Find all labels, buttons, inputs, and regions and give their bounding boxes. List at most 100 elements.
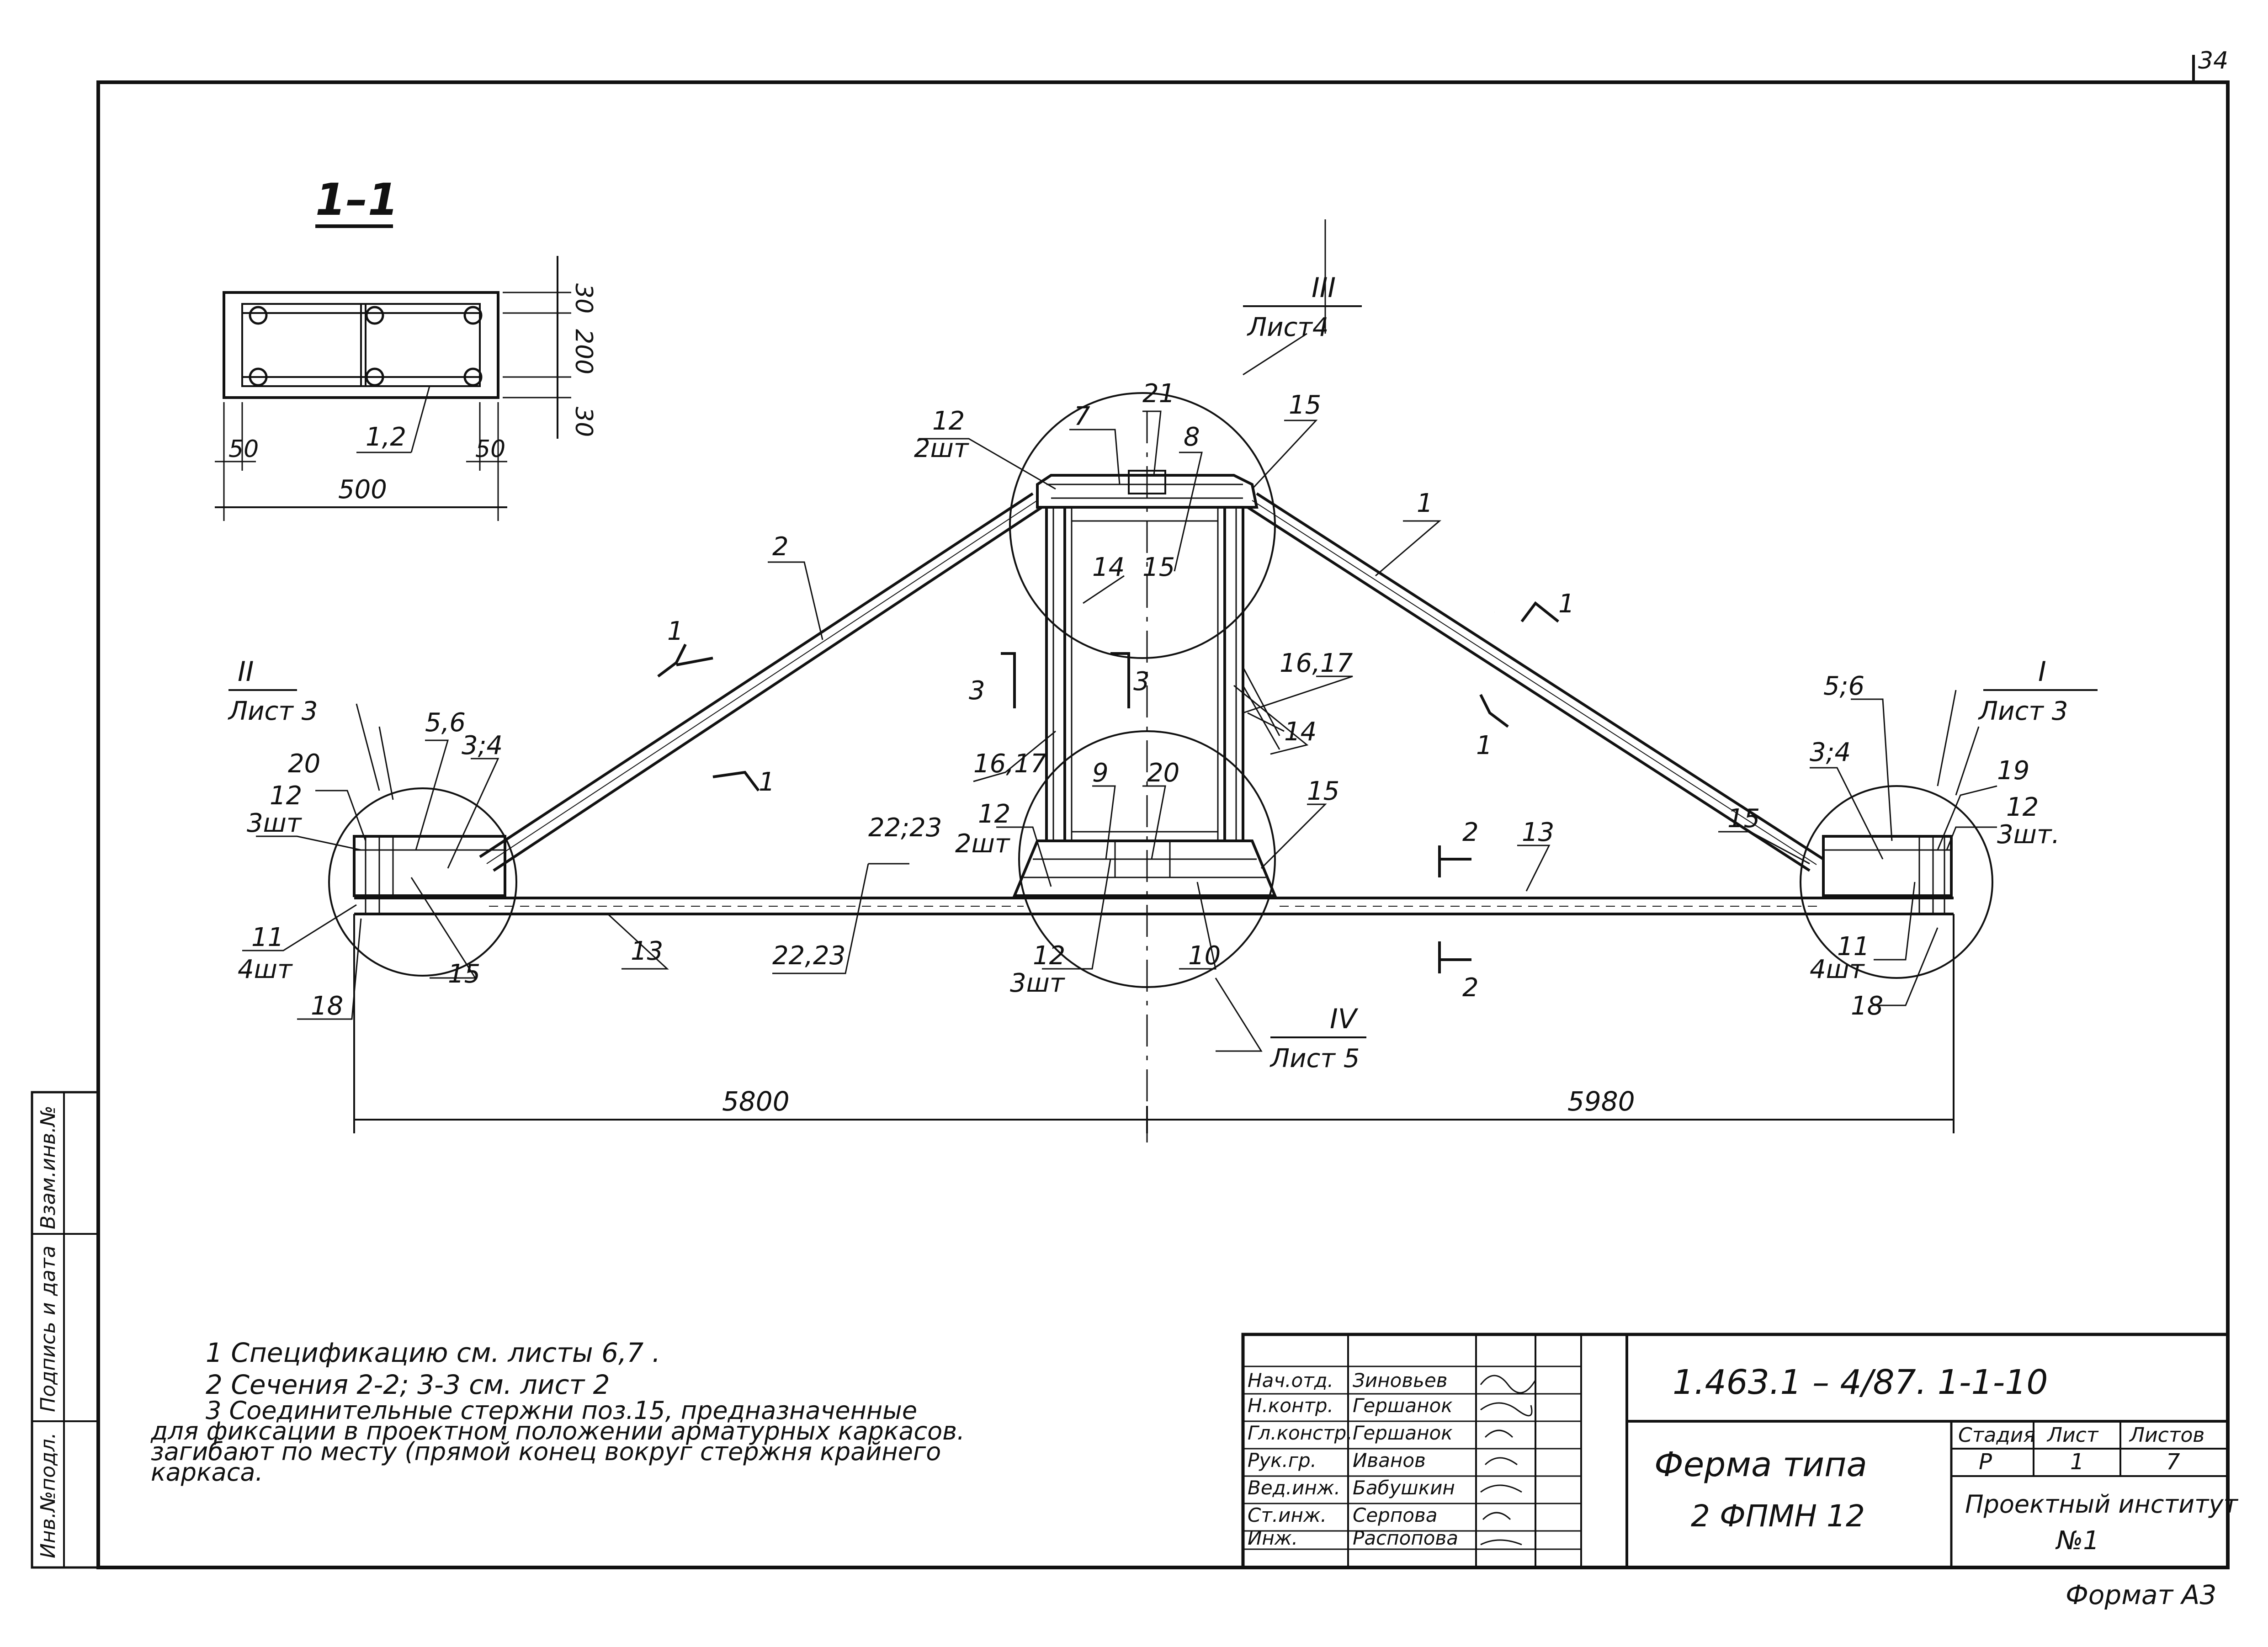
pos-14-left: 14 [1092,553,1125,582]
page-number: 34 [2198,47,2228,74]
pos-22-23-bottom: 22,23 [772,941,845,971]
pos-19: 19 [1997,756,2029,786]
node-circle-II [328,787,517,977]
org-name-line1: Проектный институт [1965,1490,2238,1519]
section-1-1-view: 1–1 30 200 30 50 50 500 [215,174,597,521]
pos-12-right: 12 [2006,792,2039,822]
dim-50-right: 50 [475,436,505,463]
position-labels: 12 2шт 7 21 8 15 14 15 1 2 1 1 1 1 3 3 2… [238,379,2060,1021]
left-diagonal [479,492,1043,872]
section-mark-1-left-a: 1 [667,616,684,646]
leader-lines [242,219,1997,1052]
pos-11-right: 11 [1837,932,1870,962]
pos-12-mid-left-qty: 2шт [955,829,1010,859]
pos-1b: 1 [1494,612,1495,613]
stamp-cell-replace: Взам.инв.№ [37,1105,60,1229]
pos-12-top-qty: 2шт [914,434,969,463]
stamp-cell-sign: Подпись и дата [37,1246,60,1412]
node-IV-roman: IV [1330,1003,1359,1035]
rebar-circle [463,367,483,387]
drawing-title-line2: 2 ФПМН 12 [1691,1498,1865,1534]
pos-21: 21 [1142,379,1175,409]
pos-5-6-left: 5,6 [425,708,466,738]
section-outline [223,291,499,399]
pos-2: 2 [772,532,789,562]
section-cut-marks [657,601,1559,973]
node-II-sheet: Лист 3 [228,696,318,726]
section-mark-1-left-b: 1 [759,767,775,797]
pos-12-mid-bottom-qty: 3шт [1010,968,1065,998]
stamp-cell-inv: Инв.№подл. [37,1432,60,1558]
role-5: Вед.инж. [1248,1477,1340,1499]
right-support-block [1822,835,1953,914]
pos-12-left: 12 [270,781,302,811]
name-6: Серпова [1353,1504,1437,1526]
rebar-circle [249,306,268,325]
central-posts [1045,507,1244,841]
pos-3-4-left: 3;4 [462,731,503,760]
dim-50-left: 50 [228,436,259,463]
pos-12-mid-left: 12 [978,799,1010,829]
pos-15-mid: 15 [1142,553,1175,582]
dim-30-bottom: 30 [570,407,597,437]
node-circle-IV [1018,730,1276,988]
bottom-chord [354,897,1954,915]
pos-12-top: 12 [932,406,965,436]
section-1-1-title: 1–1 [315,174,398,225]
span-left-dim: 5800 [722,1086,790,1117]
pos-11-right-qty: 4шт [1810,955,1865,984]
section-mark-3-right: 3 [1133,667,1150,696]
node-labels: III Лист4 II Лист 3 I Лист 3 IV Лист 5 [228,272,2098,1073]
note-3-cont-2: загибают по месту (прямой конец вокруг с… [151,1437,941,1466]
pos-8: 8 [1184,422,1200,452]
format-label: Формат А3 [2066,1579,2216,1610]
dim-200: 200 [570,329,597,374]
name-7: Распопова [1353,1527,1458,1549]
title-block: Нач.отд. Зиновьев Н.контр. Гершанок Гл.к… [1241,1333,2238,1569]
top-node-block [1036,470,1259,509]
name-4: Иванов [1353,1449,1426,1472]
node-I-roman: I [2038,656,2046,688]
left-support-block [353,835,506,914]
pos-15-top: 15 [1289,390,1321,420]
node-II-roman: II [238,656,254,688]
stage-header: Стадия [1958,1424,2035,1447]
pos-13-right: 13 [1522,818,1554,847]
pos-9: 9 [1092,758,1109,788]
pos-5-6-right: 5;6 [1823,671,1864,701]
node-IV-sheet: Лист 5 [1269,1044,1360,1073]
sheet-frame [96,55,2230,1569]
rebar-circle [365,306,384,325]
role-3: Гл.констр. [1248,1422,1353,1444]
drawing-designation: 1.463.1 – 4/87. 1-1-10 [1673,1363,2048,1402]
sheet-value: 1 [2070,1449,2084,1475]
pos-18-left: 18 [311,991,343,1021]
sheets-header: Листов [2129,1424,2204,1447]
pos-16-17-right: 16,17 [1280,648,1353,678]
span-right-dim: 5980 [1567,1086,1635,1117]
pos-10: 10 [1188,941,1221,971]
bottom-node-block [1012,839,1277,897]
pos-1a: 1 [1417,489,1433,518]
sheet-header: Лист [2046,1424,2099,1447]
role-6: Ст.инж. [1248,1504,1327,1526]
rebar-circle [365,367,384,387]
pos-15-left: 15 [448,959,480,989]
span-dimension [353,914,1955,1133]
pos-3-4-right: 3;4 [1810,738,1851,767]
pos-11-left: 11 [251,923,284,952]
role-7: Инж. [1248,1527,1298,1549]
margin-stamp: Инв.№подл. Подпись и дата Взам.инв.№ [31,1091,100,1569]
node-III-roman: III [1312,272,1336,304]
rebar-circle [463,306,483,325]
note-3-cont-3: каркаса. [151,1458,263,1487]
rebar-label: 1,2 [366,422,406,452]
section-mark-2-bottom: 2 [1462,973,1479,1003]
truss-elevation [328,392,1993,1142]
name-3: Гершанок [1353,1422,1453,1444]
pos-12-left-qty: 3шт [247,808,302,838]
section-mark-2-top: 2 [1462,818,1479,847]
pos-14-right: 14 [1284,717,1317,747]
dim-500: 500 [338,475,387,505]
